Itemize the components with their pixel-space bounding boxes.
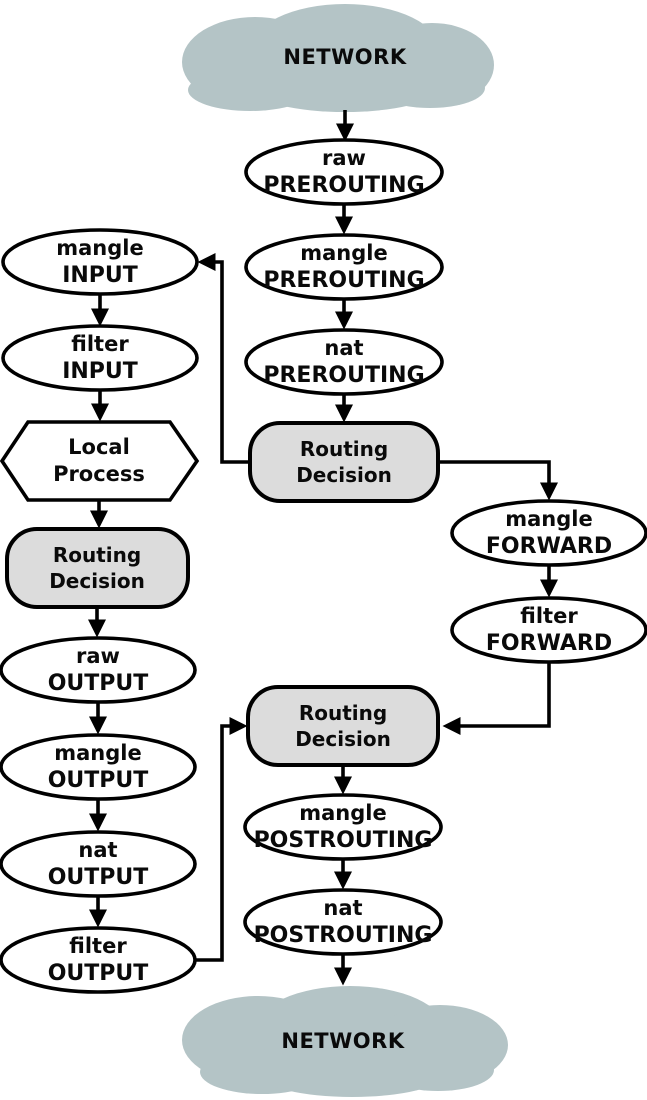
node-filter-input: filter INPUT	[1, 324, 199, 392]
routing-decision-left-line2: Decision	[49, 569, 145, 593]
nat-postrouting-table: nat	[323, 896, 362, 920]
mangle-input-table: mangle	[56, 236, 143, 260]
edge-routing-decision-to-mangle-input	[197, 253, 250, 464]
cloud-bottom-shape	[182, 986, 508, 1097]
network-cloud-top: NETWORK	[182, 4, 494, 112]
network-top-label: NETWORK	[283, 45, 406, 69]
nat-output-table: nat	[78, 838, 117, 862]
node-mangle-postrouting: mangle POSTROUTING	[243, 793, 443, 861]
mangle-postrouting-chain: POSTROUTING	[254, 828, 433, 853]
node-raw-output: raw OUTPUT	[0, 636, 197, 704]
mangle-postrouting-table: mangle	[299, 801, 386, 825]
node-mangle-input: mangle INPUT	[1, 228, 199, 296]
node-mangle-output: mangle OUTPUT	[0, 733, 197, 801]
network-bottom-label: NETWORK	[281, 1029, 404, 1053]
mangle-input-chain: INPUT	[62, 263, 138, 288]
local-process-line1: Local	[68, 435, 130, 459]
mangle-prerouting-table: mangle	[300, 241, 387, 265]
routing-decision-center-line2: Decision	[296, 463, 392, 487]
mangle-output-chain: OUTPUT	[48, 768, 149, 793]
nat-postrouting-chain: POSTROUTING	[254, 923, 433, 948]
edge-filter-forward-to-routing-decision-bottom	[442, 662, 551, 735]
routing-decision-center-line1: Routing	[300, 437, 388, 461]
node-nat-postrouting: nat POSTROUTING	[243, 888, 443, 956]
filter-forward-chain: FORWARD	[486, 631, 612, 656]
node-local-process: Local Process	[0, 420, 200, 502]
node-nat-prerouting: nat PREROUTING	[244, 328, 444, 396]
raw-prerouting-chain: PREROUTING	[263, 173, 424, 198]
node-mangle-prerouting: mangle PREROUTING	[244, 233, 444, 301]
nat-prerouting-table: nat	[324, 336, 363, 360]
node-filter-forward: filter FORWARD	[450, 596, 647, 664]
mangle-forward-chain: FORWARD	[486, 534, 612, 559]
filter-input-table: filter	[71, 332, 129, 356]
nat-prerouting-chain: PREROUTING	[263, 363, 424, 388]
routing-decision-bottom-line2: Decision	[295, 727, 391, 751]
node-filter-output: filter OUTPUT	[0, 926, 197, 994]
nat-output-chain: OUTPUT	[48, 865, 149, 890]
node-routing-decision-center: Routing Decision	[248, 421, 440, 503]
local-process-line2: Process	[53, 462, 145, 486]
node-raw-prerouting: raw PREROUTING	[244, 138, 444, 206]
filter-forward-table: filter	[520, 604, 578, 628]
filter-input-chain: INPUT	[62, 359, 138, 384]
filter-output-table: filter	[69, 934, 127, 958]
routing-decision-bottom-line1: Routing	[299, 701, 387, 725]
filter-output-chain: OUTPUT	[48, 961, 149, 986]
mangle-forward-table: mangle	[505, 507, 592, 531]
node-routing-decision-left: Routing Decision	[5, 527, 190, 609]
edge-filter-output-to-routing-decision-bottom	[195, 717, 248, 962]
mangle-output-table: mangle	[54, 741, 141, 765]
node-nat-output: nat OUTPUT	[0, 830, 197, 898]
network-cloud-bottom: NETWORK	[182, 986, 508, 1097]
node-routing-decision-bottom: Routing Decision	[246, 685, 440, 767]
raw-output-chain: OUTPUT	[48, 671, 149, 696]
mangle-prerouting-chain: PREROUTING	[263, 268, 424, 293]
routing-decision-left-line1: Routing	[53, 543, 141, 567]
local-process-hexagon	[0, 420, 200, 502]
edge-routing-decision-to-mangle-forward	[438, 460, 558, 501]
raw-output-table: raw	[76, 644, 120, 668]
node-mangle-forward: mangle FORWARD	[450, 499, 647, 567]
raw-prerouting-table: raw	[322, 146, 366, 170]
cloud-top-shape	[182, 4, 494, 112]
edges	[88, 110, 558, 986]
